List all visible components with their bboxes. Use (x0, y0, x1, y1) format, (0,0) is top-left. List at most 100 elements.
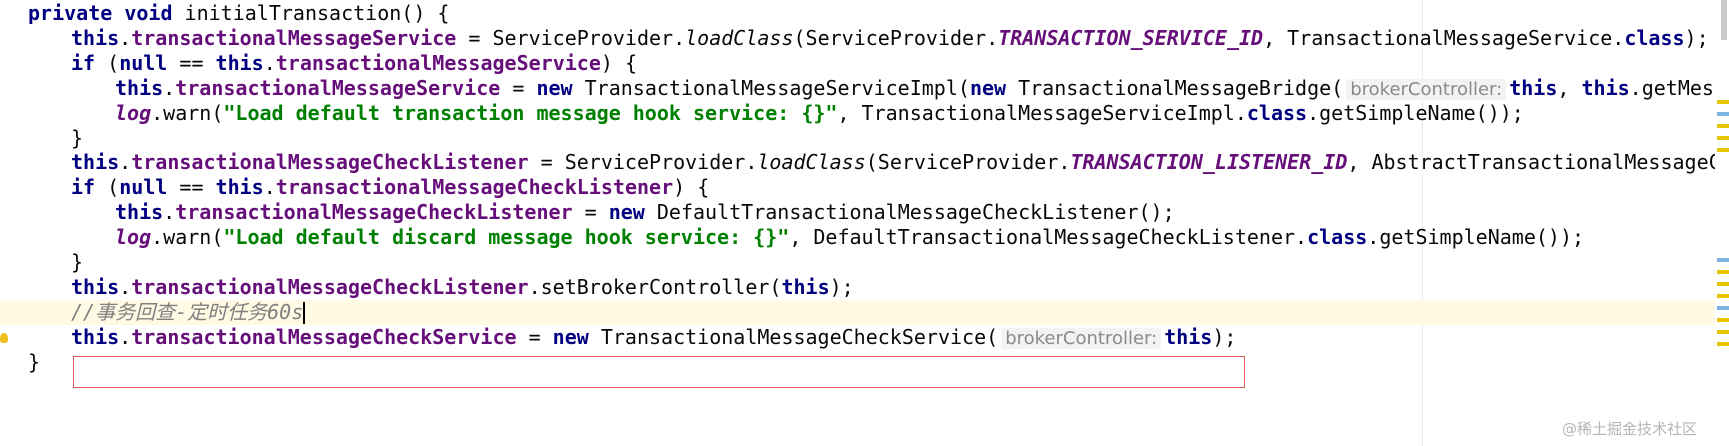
code-token: ) { (600, 50, 637, 75)
code-token: , (1557, 75, 1582, 100)
code-token: private (28, 1, 113, 25)
scrollbar-mark (1717, 100, 1729, 104)
code-line[interactable]: } (0, 126, 1729, 151)
code-token: this (71, 150, 120, 175)
code-line[interactable]: log.warn("Load default transaction messa… (0, 101, 1729, 126)
code-token: TRANSACTION_LISTENER_ID (1070, 150, 1348, 175)
code-token: class (1624, 25, 1685, 50)
code-token: loadClass (757, 150, 866, 175)
code-token: .warn( (151, 100, 224, 125)
code-token: ( (95, 175, 120, 200)
lightbulb-icon[interactable] (0, 333, 8, 343)
code-token: transactionalMessageCheckListener (275, 175, 674, 200)
code-line[interactable]: this.transactionalMessageCheckListener =… (0, 200, 1729, 225)
code-token: transactionalMessageService (175, 75, 501, 100)
code-token: class (1307, 225, 1368, 250)
code-token: log (115, 225, 152, 250)
code-text: private void initialTransaction() { (28, 1, 449, 26)
scrollbar-mark (1717, 136, 1729, 140)
code-token: } (71, 125, 84, 150)
scrollbar-mark (1717, 294, 1729, 298)
code-token: ( (95, 50, 120, 75)
code-token: } (71, 250, 84, 274)
code-token: .getMes (1629, 75, 1714, 100)
code-text: } (71, 250, 83, 275)
code-line[interactable]: if (null == this.transactionalMessageSer… (0, 51, 1729, 76)
right-margin-guide (1422, 0, 1423, 446)
code-token: //事务回查-定时任务60s (71, 299, 304, 324)
code-token: this (71, 324, 120, 349)
code-token: . (263, 50, 276, 75)
code-token: new (536, 75, 573, 100)
code-token: , TransactionalMessageService. (1263, 25, 1625, 50)
scrollbar-mark (1717, 282, 1729, 286)
code-token: this (1509, 75, 1558, 100)
code-token: . (119, 324, 132, 349)
code-token: if (71, 175, 96, 200)
editor-scrollbar[interactable] (1715, 0, 1729, 446)
code-token: void (124, 1, 173, 25)
scrollbar-mark (1717, 148, 1729, 152)
code-token: == (167, 175, 216, 200)
code-line[interactable]: } (0, 250, 1729, 275)
code-line[interactable]: } (0, 350, 1729, 375)
code-line[interactable]: if (null == this.transactionalMessageChe… (0, 175, 1729, 200)
scroll-thumb[interactable] (1721, 0, 1727, 40)
code-token: TransactionalMessageBridge( (1006, 75, 1344, 100)
code-text: this.transactionalMessageService = new T… (115, 76, 1714, 101)
code-token: , DefaultTransactionalMessageCheckListen… (789, 225, 1308, 250)
code-token: DefaultTransactionalMessageCheckListener… (644, 200, 1175, 225)
code-line[interactable]: this.transactionalMessageCheckListener =… (0, 150, 1729, 175)
code-text: if (null == this.transactionalMessageChe… (71, 175, 709, 200)
code-token: . (263, 175, 276, 200)
code-line[interactable]: this.transactionalMessageService = new T… (0, 76, 1729, 101)
code-line[interactable]: this.transactionalMessageCheckListener.s… (0, 275, 1729, 300)
code-token: . (163, 200, 176, 225)
code-token: this (115, 75, 164, 100)
code-token: this (115, 200, 164, 225)
code-token: transactionalMessageCheckListener (131, 150, 529, 175)
code-token: . (163, 75, 176, 100)
code-token: .getSimpleName()); (1307, 100, 1524, 125)
code-token: .setBrokerController( (528, 274, 782, 299)
code-line[interactable]: this.transactionalMessageService = Servi… (0, 26, 1729, 51)
code-token: .getSimpleName()); (1367, 225, 1585, 250)
code-text: this.transactionalMessageCheckListener =… (115, 200, 1175, 225)
code-token: log (115, 100, 152, 125)
code-token: transactionalMessageService (275, 50, 601, 75)
watermark: @稀土掘金技术社区 (1562, 420, 1698, 438)
code-token: transactionalMessageService (131, 25, 457, 50)
code-token: = (500, 75, 537, 100)
scrollbar-mark (1717, 258, 1729, 262)
scrollbar-mark (1717, 124, 1729, 128)
code-line[interactable]: log.warn("Load default discard message h… (0, 225, 1729, 250)
code-token: = (572, 200, 609, 225)
code-token: ) { (673, 175, 710, 200)
code-token: transactionalMessageCheckListener (175, 200, 573, 225)
code-line[interactable]: private void initialTransaction() { (0, 1, 1729, 26)
code-token: ); (1212, 324, 1237, 349)
code-token: transactionalMessageCheckService (131, 324, 517, 349)
code-token: = (516, 324, 553, 349)
code-token: "Load default discard message hook servi… (223, 225, 790, 250)
scrollbar-mark (1717, 112, 1729, 116)
code-line[interactable]: //事务回查-定时任务60s (0, 299, 1729, 325)
code-token: , AbstractTransactionalMessageCh (1347, 150, 1729, 175)
code-token (112, 1, 124, 25)
code-token: this (1581, 75, 1630, 100)
parameter-hint: brokerController: (1346, 78, 1507, 100)
code-line[interactable]: this.transactionalMessageCheckService = … (0, 325, 1729, 350)
code-token: this (1164, 324, 1213, 349)
code-token: loadClass (685, 25, 794, 50)
code-text: this.transactionalMessageCheckListener.s… (71, 275, 854, 300)
code-token: class (1246, 100, 1308, 125)
code-text: this.transactionalMessageCheckService = … (71, 325, 1236, 350)
code-token: this (71, 274, 120, 299)
code-text: } (28, 350, 40, 375)
code-token: ); (829, 274, 854, 299)
code-text: this.transactionalMessageService = Servi… (71, 26, 1709, 51)
scrollbar-mark (1717, 342, 1729, 346)
code-token: } (28, 349, 41, 374)
code-token: TransactionalMessageCheckService( (588, 324, 999, 349)
